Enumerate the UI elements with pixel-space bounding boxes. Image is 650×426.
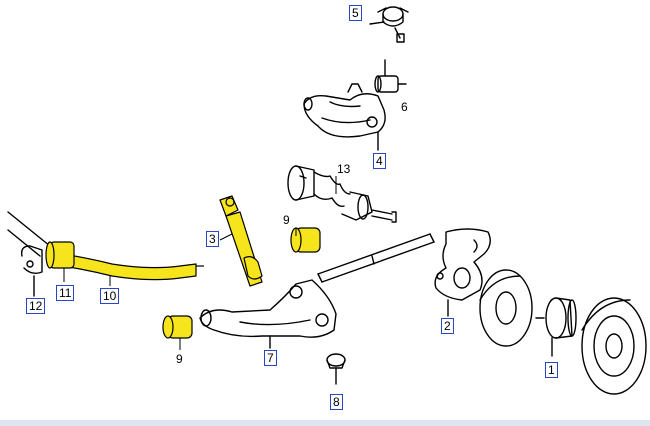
brake-rotor-part[interactable] [581,297,647,395]
lower-arm-bushing-front-part[interactable] [162,315,193,339]
part-label-13: 13 [337,162,351,176]
stabilizer-bushing-part[interactable] [45,241,75,269]
lower-ball-joint-part[interactable] [326,353,346,385]
upper-ball-joint-part[interactable] [369,6,409,43]
tie-rod-part[interactable] [317,233,435,283]
upper-control-arm-part[interactable] [303,83,386,151]
part-label-9-lower: 9 [176,352,183,366]
part-label-7: 7 [264,350,277,366]
shock-absorber-part[interactable] [219,195,263,287]
part-label-11: 11 [56,285,75,301]
part-label-9-upper: 9 [283,213,290,227]
stabilizer-bracket-part[interactable] [20,245,43,297]
cv-axle-part[interactable] [287,165,397,223]
part-label-4: 4 [373,153,386,169]
stabilizer-bar-part[interactable] [47,251,204,281]
frame-rail-part[interactable] [7,211,51,257]
splash-shield-part[interactable] [479,269,533,347]
part-label-10: 10 [100,288,120,304]
lower-arm-bushing-rear-part[interactable] [290,227,321,253]
hub-bearing-part[interactable] [535,297,577,357]
bottom-rule [0,420,650,426]
upper-bushing-part[interactable] [374,59,407,93]
steering-knuckle-part[interactable] [434,228,491,317]
part-label-12: 12 [26,298,46,314]
part-label-8: 8 [330,394,343,410]
part-label-5: 5 [349,5,362,21]
part-label-2: 2 [441,318,454,334]
part-label-6: 6 [401,100,408,114]
lower-control-arm-part[interactable] [199,279,337,349]
part-label-3: 3 [206,231,219,247]
part-label-1: 1 [545,362,558,378]
